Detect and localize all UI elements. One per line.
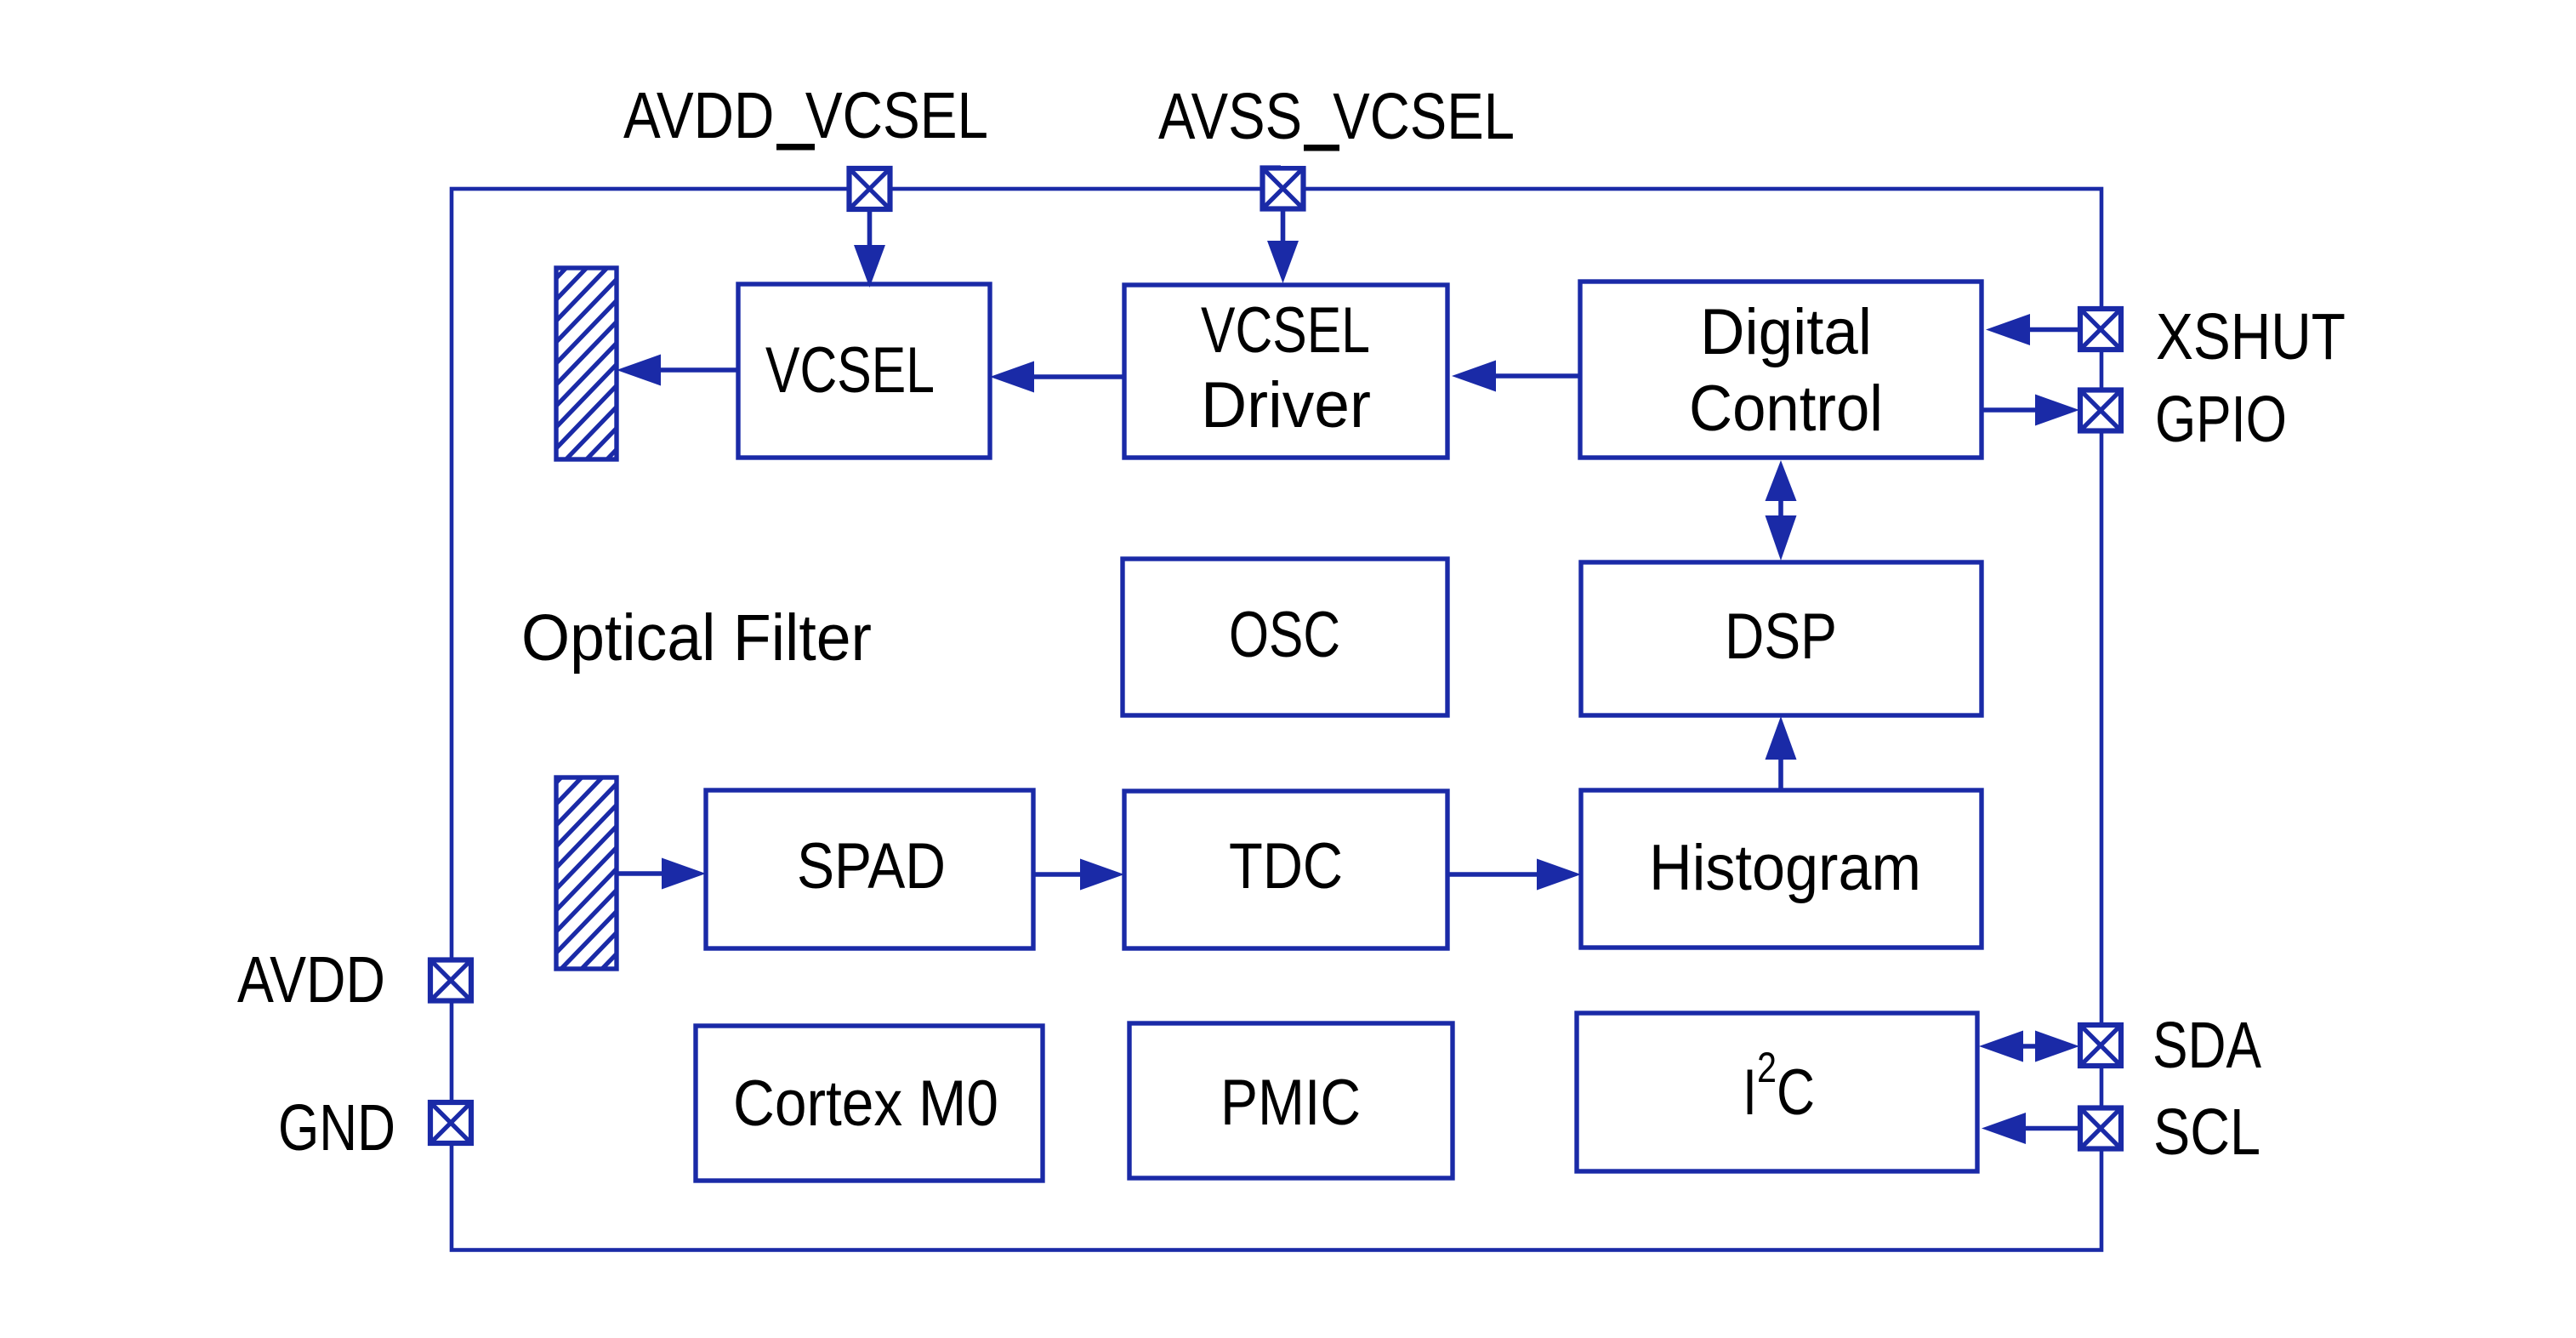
svg-text:TDC: TDC — [1229, 830, 1343, 902]
svg-text:SDA: SDA — [2152, 1009, 2262, 1082]
svg-text:VCSEL: VCSEL — [765, 334, 935, 407]
svg-text:AVSS_VCSEL: AVSS_VCSEL — [1158, 80, 1515, 153]
svg-text:Driver: Driver — [1201, 369, 1371, 441]
svg-text:Control: Control — [1689, 373, 1883, 445]
svg-text:Cortex M0: Cortex M0 — [733, 1068, 998, 1140]
svg-text:SPAD: SPAD — [797, 830, 946, 902]
svg-text:I: I — [1743, 1056, 1757, 1129]
svg-text:Histogram: Histogram — [1649, 832, 1921, 904]
svg-text:GPIO: GPIO — [2155, 383, 2287, 456]
svg-text:AVDD_VCSEL: AVDD_VCSEL — [623, 79, 988, 152]
svg-text:OSC: OSC — [1229, 599, 1340, 671]
svg-text:PMIC: PMIC — [1220, 1067, 1361, 1139]
svg-text:Digital: Digital — [1700, 296, 1872, 368]
svg-text:VCSEL: VCSEL — [1201, 294, 1370, 367]
svg-text:GND: GND — [278, 1091, 395, 1164]
svg-text:DSP: DSP — [1725, 601, 1837, 673]
svg-text:SCL: SCL — [2153, 1096, 2260, 1169]
svg-text:AVDD: AVDD — [237, 943, 385, 1016]
svg-text:Optical Filter: Optical Filter — [521, 601, 872, 675]
svg-text:C: C — [1777, 1056, 1815, 1129]
svg-text:2: 2 — [1757, 1044, 1777, 1091]
svg-text:XSHUT: XSHUT — [2156, 300, 2346, 373]
